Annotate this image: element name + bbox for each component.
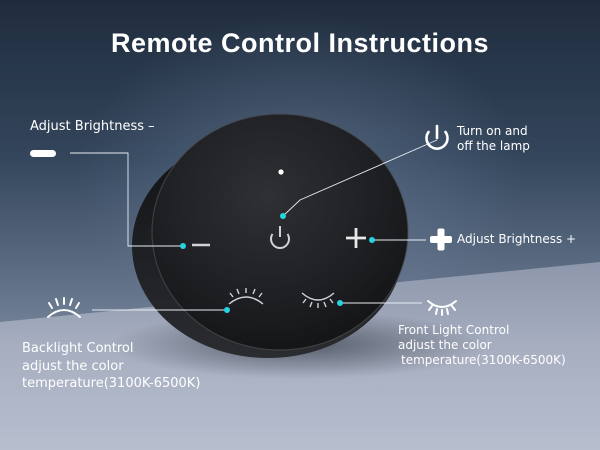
label-front-line3: temperature(3100K-6500K) (401, 353, 566, 367)
indicator-led (278, 169, 284, 175)
page-title: Remote Control Instructions (110, 28, 489, 58)
label-adjust-brightness-minus: Adjust Brightness – (30, 119, 155, 134)
eye-open-lashes-icon (47, 297, 81, 318)
label-front-line2: adjust the color (398, 338, 492, 352)
callout-dots (180, 213, 375, 313)
plus-icon (430, 228, 452, 251)
remote-backlight-button[interactable] (228, 288, 264, 305)
label-power-line2: off the lamp (457, 139, 530, 153)
remote-power-button[interactable] (270, 226, 290, 249)
eye-closed-lashes-icon (427, 300, 457, 316)
callout-lines (70, 139, 438, 311)
label-backlight-control: Backlight Control adjust the color tempe… (22, 340, 200, 393)
label-front-line1: Front Light Control (398, 323, 510, 337)
label-backlight-line3: temperature(3100K-6500K) (22, 376, 201, 391)
remote-plus-button[interactable] (346, 228, 366, 248)
label-adjust-brightness-plus: Adjust Brightness + (457, 232, 577, 246)
label-power: Turn on and off the lamp (457, 124, 530, 154)
remote-frontlight-button[interactable] (301, 292, 335, 308)
minus-icon (30, 150, 56, 157)
label-power-line1: Turn on and (457, 124, 528, 138)
label-front-light-control: Front Light Control adjust the color tem… (398, 323, 566, 368)
label-backlight-line2: adjust the color (22, 358, 124, 374)
power-icon (425, 124, 449, 150)
label-backlight-line1: Backlight Control (22, 341, 134, 356)
